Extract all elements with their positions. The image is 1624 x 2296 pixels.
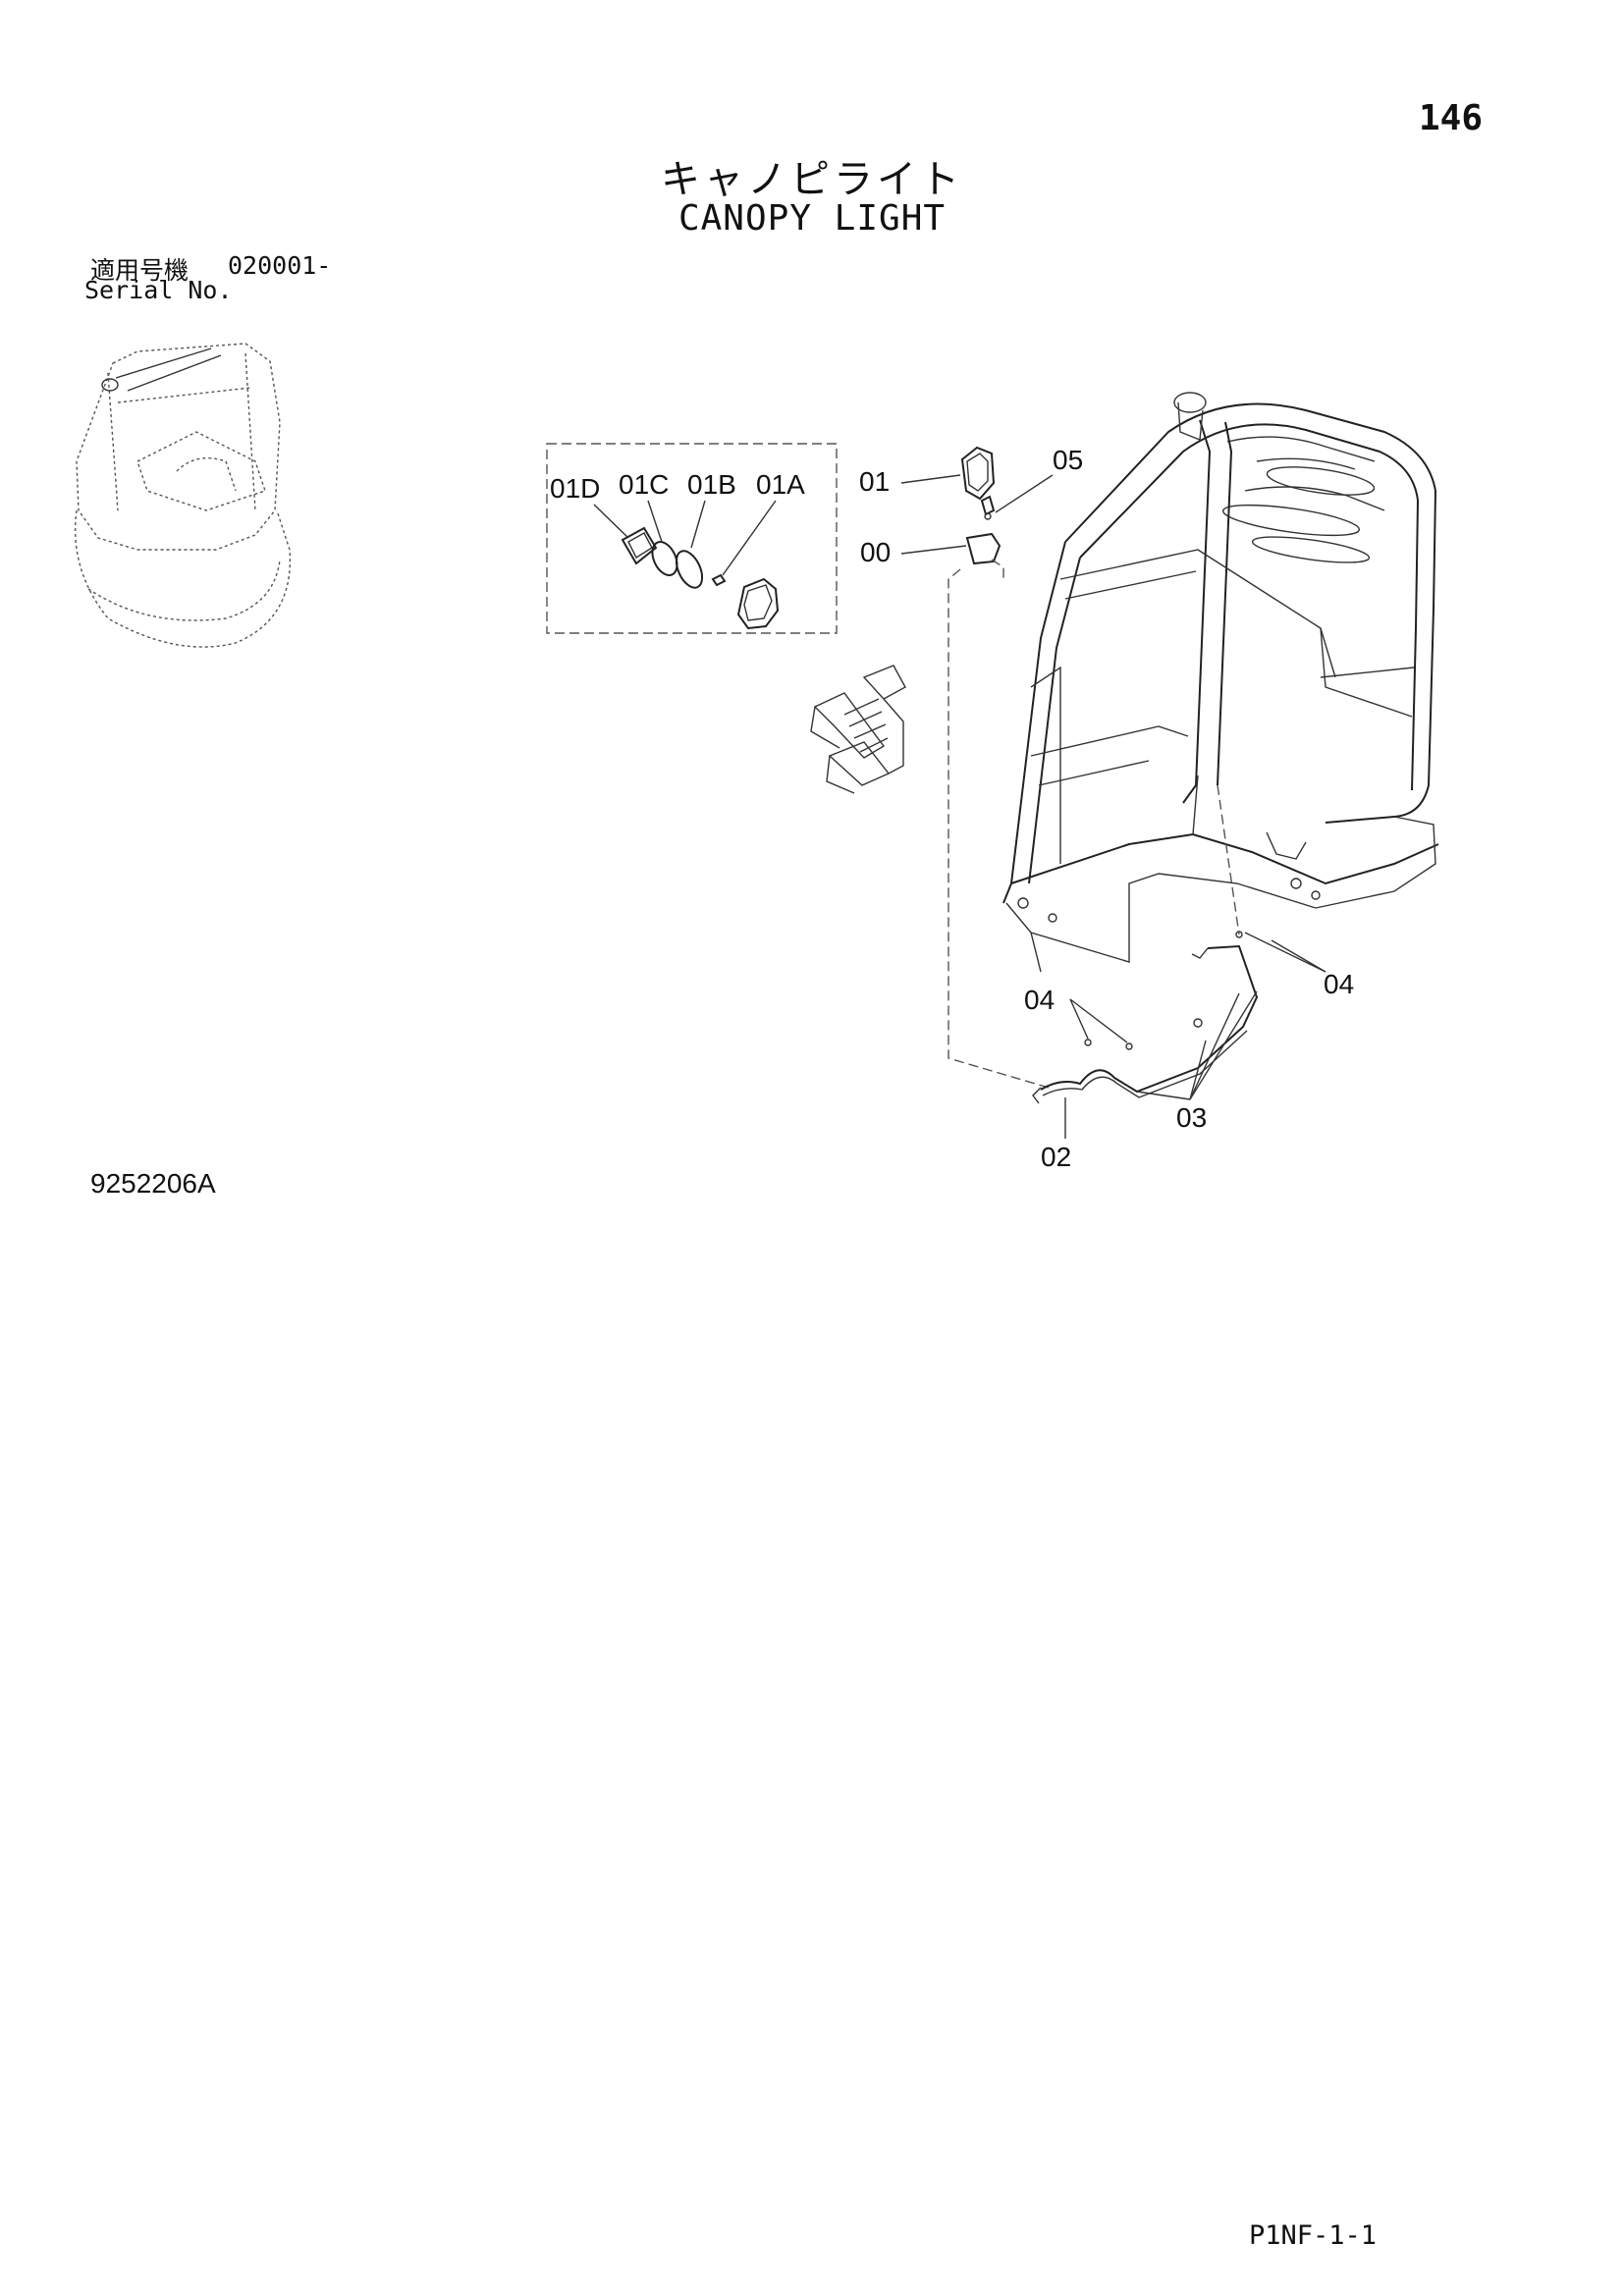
screw-01a-shape — [711, 573, 727, 587]
callout-02: 02 — [1041, 1142, 1071, 1172]
harness-clip-detail — [810, 665, 906, 794]
page-title-japanese: キャノピライト — [661, 157, 963, 202]
callout-00: 00 — [860, 537, 891, 567]
callout-04-right: 04 — [1324, 969, 1354, 999]
ring-01c-shape — [651, 541, 678, 576]
callout-01b: 01B — [687, 469, 736, 500]
page-title-english: CANOPY LIGHT — [677, 198, 947, 239]
callout-01: 01 — [859, 466, 890, 497]
exploded-light-detail-box — [546, 443, 838, 634]
callout-05: 05 — [1053, 445, 1083, 475]
canopy-light-assembly — [900, 446, 1054, 565]
callout-01a: 01A — [756, 469, 805, 500]
wiring-harness — [1032, 931, 1326, 1139]
callout-01d: 01D — [550, 473, 600, 504]
serial-label-japanese: 適用号機 — [90, 256, 189, 285]
canopy-light-thumbnail-icon — [101, 378, 119, 392]
canopy-frame — [1002, 392, 1439, 973]
serial-number-value: 020001- — [228, 251, 332, 280]
lamp-housing-shape — [736, 577, 780, 630]
callout-01c: 01C — [619, 469, 669, 500]
gasket-01d-shape — [621, 526, 658, 565]
callout-03: 03 — [1176, 1102, 1207, 1133]
page-code: P1NF-1-1 — [1249, 2220, 1378, 2251]
figure-number: 9252206A — [90, 1168, 216, 1199]
light-bracket-shape — [965, 532, 1001, 565]
canopy-light-lamp-shape — [960, 446, 996, 501]
machine-overview-thumbnail — [74, 343, 292, 648]
callout-04-left: 04 — [1024, 985, 1055, 1015]
ring-01b-shape — [675, 550, 704, 589]
serial-label-english: Serial No. — [84, 276, 233, 304]
page-number: 146 — [1419, 98, 1484, 138]
